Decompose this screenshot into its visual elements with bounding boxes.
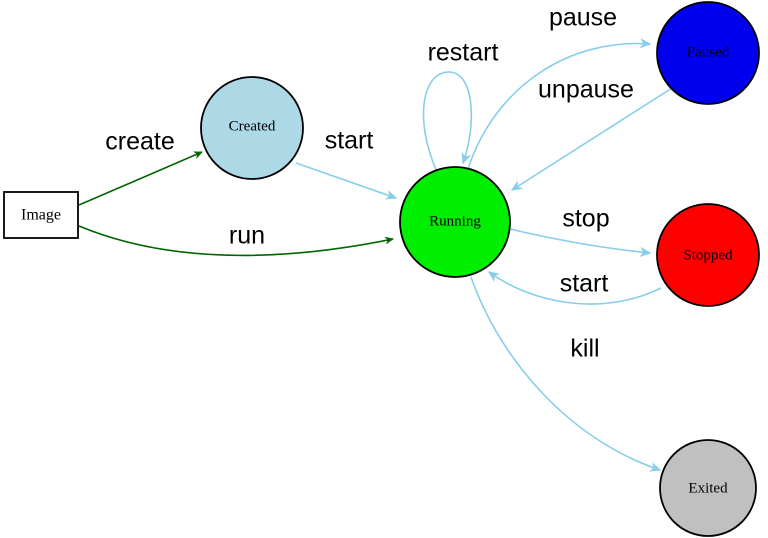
node-running-label: Running (429, 213, 481, 229)
edge-start-stopped[interactable]: start (487, 270, 662, 305)
node-image-label: Image (21, 207, 61, 224)
node-created-shape (200, 76, 304, 180)
edge-label-start-stopped: start (560, 270, 609, 298)
edge-restart[interactable]: restart (422, 39, 499, 173)
node-running[interactable]: Running (399, 166, 511, 278)
edge-label-create: create (105, 128, 174, 156)
edge-label-unpause: unpause (538, 76, 634, 104)
edge-label-restart: restart (428, 39, 499, 67)
node-image[interactable]: Image (3, 191, 79, 239)
edge-unpause[interactable]: unpause (510, 76, 673, 191)
node-created-label: Created (229, 118, 276, 134)
edge-kill[interactable]: kill (470, 276, 662, 472)
node-stopped-label: Stopped (683, 247, 733, 263)
node-exited[interactable]: Exited (659, 439, 757, 537)
edge-start-created[interactable]: start (295, 127, 398, 200)
edge-pause-path (467, 38, 652, 170)
edge-run-path (78, 225, 394, 257)
edge-run[interactable]: run (78, 222, 394, 257)
edge-create[interactable]: create (78, 128, 203, 206)
edge-restart-path (422, 71, 473, 173)
edge-kill-path (470, 276, 662, 472)
node-running-shape (399, 166, 511, 278)
edge-label-pause: pause (549, 4, 617, 32)
edge-label-run: run (229, 222, 265, 250)
edge-start-created-path (295, 162, 398, 200)
nodes-layer: Image Created Running Paused Stopped (3, 1, 760, 537)
node-paused[interactable]: Paused (656, 1, 760, 105)
edge-stop-path (509, 228, 652, 257)
node-exited-label: Exited (688, 480, 728, 496)
edge-label-kill: kill (570, 335, 599, 363)
edge-pause[interactable]: pause (467, 4, 652, 170)
edge-stop[interactable]: stop (509, 205, 652, 257)
node-image-shape (3, 191, 79, 239)
node-paused-label: Paused (687, 44, 730, 60)
node-exited-shape (659, 439, 757, 537)
edge-label-stop: stop (562, 205, 609, 233)
edge-unpause-path (510, 87, 673, 191)
node-created[interactable]: Created (200, 76, 304, 180)
node-stopped-shape (656, 203, 760, 307)
edge-create-path (78, 151, 203, 206)
edge-label-start-created: start (325, 127, 374, 155)
node-stopped[interactable]: Stopped (656, 203, 760, 307)
node-paused-shape (656, 1, 760, 105)
edge-start-stopped-path (487, 271, 662, 305)
edges-layer: create run start restart pause (78, 4, 673, 472)
